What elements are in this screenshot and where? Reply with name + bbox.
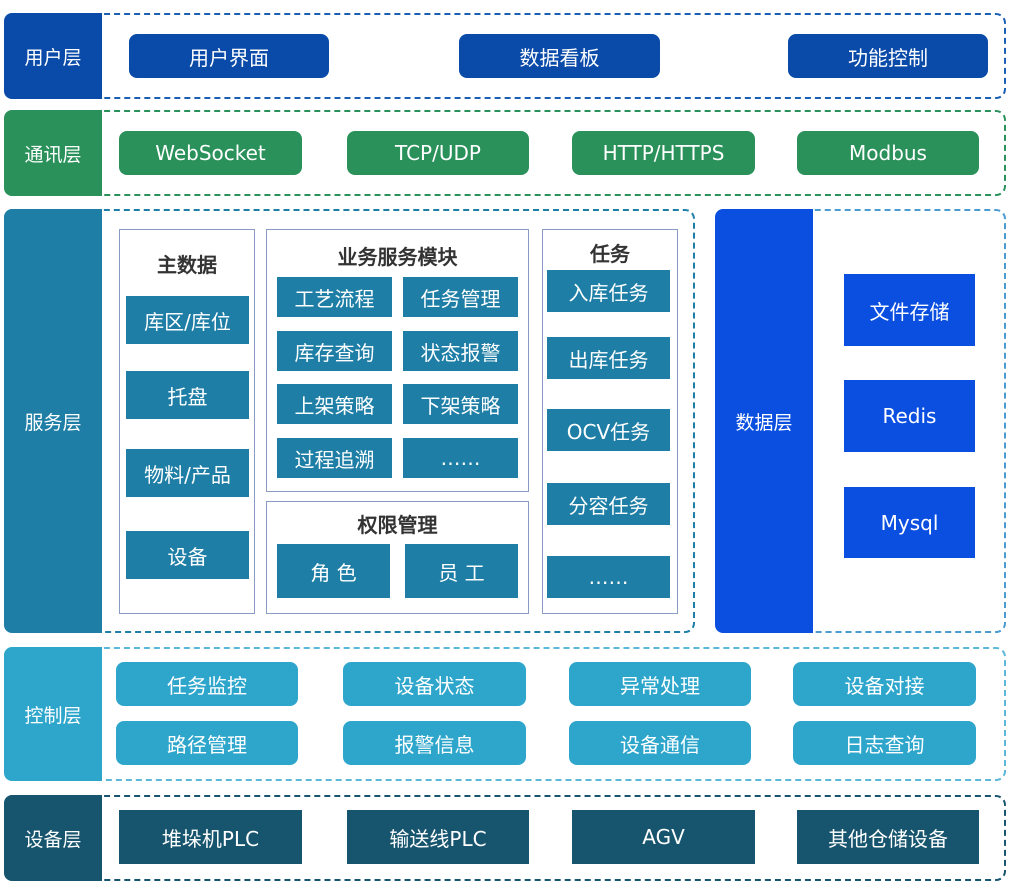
business-title: 业务服务模块	[337, 244, 458, 269]
business-item-trace: 过程追溯	[277, 438, 392, 478]
data-item-redis: Redis	[844, 380, 975, 452]
business-item-stock-query: 库存查询	[277, 331, 392, 371]
business-item-pickdown: 下架策略	[403, 384, 518, 424]
control-layer-label: 控制层	[4, 647, 102, 781]
device-item-agv: AGV	[572, 810, 755, 864]
service-layer-label: 服务层	[4, 209, 102, 633]
comm-item-websocket: WebSocket	[119, 131, 302, 175]
device-item-other: 其他仓储设备	[797, 810, 979, 864]
permission-item-role: 角 色	[277, 544, 390, 598]
business-item-alarm: 状态报警	[403, 331, 518, 371]
control-item-alarm-info: 报警信息	[343, 721, 526, 765]
comm-item-tcp-udp: TCP/UDP	[347, 131, 529, 175]
device-item-stacker-plc: 堆垛机PLC	[119, 810, 302, 864]
device-item-conveyor-plc: 输送线PLC	[347, 810, 529, 864]
master-data-title: 主数据	[157, 252, 217, 277]
device-layer-label: 设备层	[4, 795, 102, 881]
business-item-putaway: 上架策略	[277, 384, 392, 424]
master-item-zone: 库区/库位	[126, 296, 249, 344]
user-layer-label: 用户层	[4, 13, 102, 99]
control-item-log-query: 日志查询	[793, 721, 976, 765]
control-item-device-comm: 设备通信	[569, 721, 751, 765]
task-item-ocv: OCV任务	[547, 409, 670, 451]
permission-item-staff: 员 工	[405, 544, 518, 598]
task-item-grading: 分容任务	[547, 483, 670, 525]
task-title: 任务	[590, 241, 630, 266]
data-item-file-storage: 文件存储	[844, 274, 975, 346]
comm-item-modbus: Modbus	[797, 131, 979, 175]
comm-item-http: HTTP/HTTPS	[572, 131, 755, 175]
task-item-outbound: 出库任务	[547, 337, 670, 379]
control-item-task-monitor: 任务监控	[116, 662, 298, 706]
user-item-ui: 用户界面	[129, 34, 329, 78]
data-layer-label: 数据层	[715, 209, 813, 633]
business-item-more: ……	[403, 438, 518, 478]
master-item-device: 设备	[126, 531, 249, 579]
user-item-function-control: 功能控制	[788, 34, 988, 78]
task-item-inbound: 入库任务	[547, 270, 670, 312]
control-item-device-docking: 设备对接	[793, 662, 976, 706]
business-item-process: 工艺流程	[277, 277, 392, 317]
control-item-device-status: 设备状态	[343, 662, 526, 706]
comm-layer-label: 通讯层	[4, 110, 102, 196]
master-item-material: 物料/产品	[126, 449, 249, 497]
business-item-task-mgmt: 任务管理	[403, 277, 518, 317]
control-item-route: 路径管理	[116, 721, 298, 765]
user-item-dashboard: 数据看板	[459, 34, 660, 78]
permission-title: 权限管理	[357, 512, 438, 537]
task-item-more: ……	[547, 556, 670, 598]
data-item-mysql: Mysql	[844, 487, 975, 558]
master-item-pallet: 托盘	[126, 371, 249, 419]
control-item-exception: 异常处理	[569, 662, 751, 706]
